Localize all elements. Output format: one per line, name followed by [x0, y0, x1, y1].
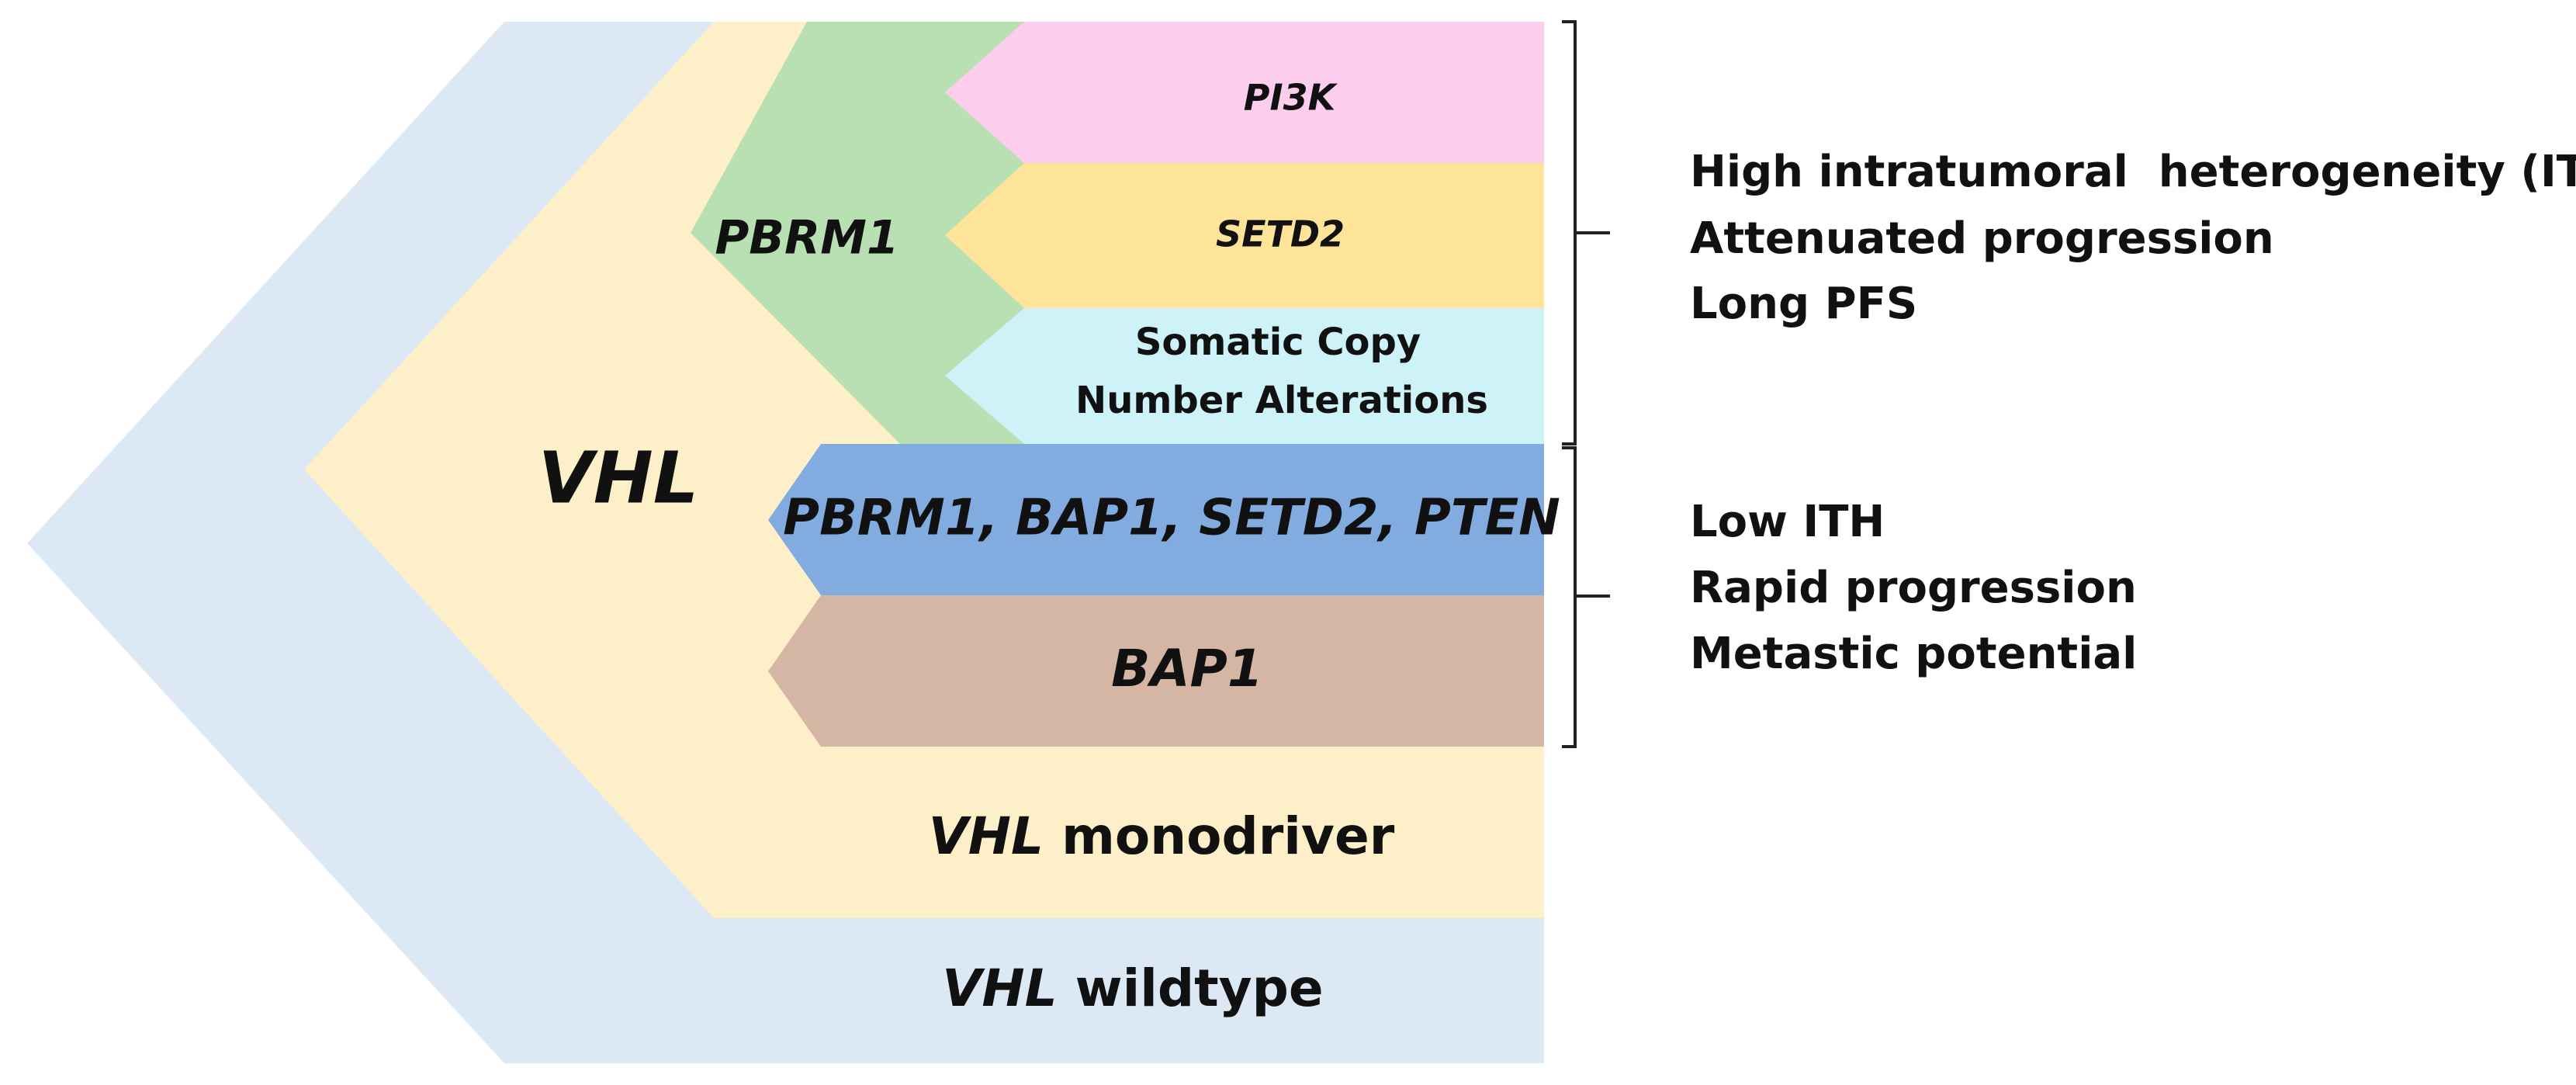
- low-ith-note: Low ITH: [1690, 497, 1885, 547]
- scna-label-line2: Number Alterations: [1075, 379, 1488, 422]
- lower-bracket: [1562, 446, 1610, 748]
- setd2-branch: [945, 163, 1544, 308]
- monodriver-label-italic: VHL: [929, 806, 1044, 866]
- rapid-progression-note: Rapid progression: [1690, 563, 2137, 613]
- attenuated-progression-note: Attenuated progression: [1690, 213, 2274, 264]
- scna-branch: [945, 308, 1544, 444]
- scna-label-line1: Somatic Copy: [1135, 321, 1421, 364]
- bap1-branch: [768, 595, 1544, 747]
- bap1-label: BAP1: [1111, 639, 1263, 698]
- setd2-label: SETD2: [1216, 213, 1345, 255]
- metastic-potential-note: Metastic potential: [1690, 629, 2137, 679]
- wildtype-label-italic: VHL: [942, 958, 1057, 1018]
- multi-driver-branch: [768, 444, 1544, 595]
- long-pfs-note: Long PFS: [1690, 279, 1917, 329]
- high-ith-note: High intratumoral heterogeneity (ITH): [1690, 147, 2576, 197]
- upper-bracket: [1562, 20, 1610, 445]
- wildtype-label: VHL wildtype: [942, 958, 1323, 1018]
- wildtype-label-rest: wildtype: [1058, 958, 1324, 1018]
- multi-driver-label: PBRM1, BAP1, SETD2, PTEN: [783, 490, 1560, 547]
- pi3k-label: PI3K: [1244, 77, 1338, 119]
- monodriver-label: VHL monodriver: [929, 806, 1395, 866]
- vhl-label: VHL: [538, 436, 699, 519]
- monodriver-label-rest: monodriver: [1044, 806, 1395, 866]
- pi3k-branch: [945, 22, 1544, 163]
- pbrm1-label: PBRM1: [715, 211, 898, 265]
